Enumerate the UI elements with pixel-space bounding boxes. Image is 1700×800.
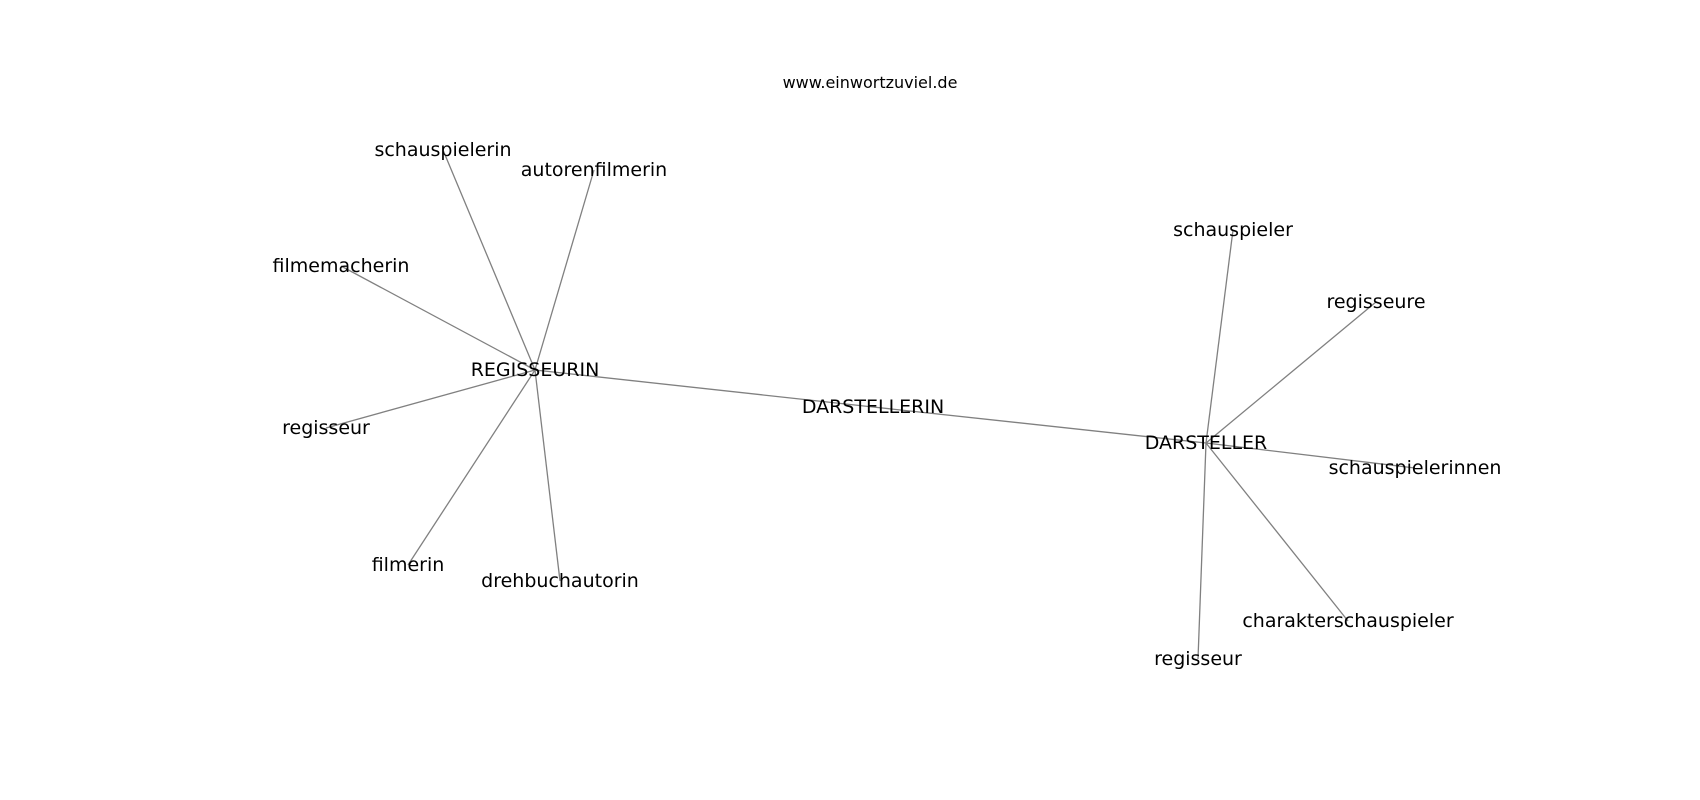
- edge-regisseurin-schauspielerin: [442, 149, 536, 371]
- node-label-darsteller: DARSTELLER: [1145, 432, 1268, 454]
- node-label-schauspieler: schauspieler: [1173, 219, 1293, 241]
- edge-regisseurin-regisseur_1: [325, 369, 536, 429]
- node-label-darstellerin: DARSTELLERIN: [802, 396, 944, 418]
- watermark-text: www.einwortzuviel.de: [783, 73, 958, 92]
- node-label-schauspielerin: schauspielerin: [374, 139, 511, 161]
- graph-edges: [325, 149, 1416, 660]
- edge-darsteller-regisseure: [1205, 301, 1377, 444]
- node-label-filmerin: filmerin: [372, 554, 445, 576]
- node-label-filmemacherin: filmemacherin: [273, 255, 410, 277]
- edge-regisseurin-drehbuchautorin: [534, 369, 561, 582]
- node-label-schauspielerinnen: schauspielerinnen: [1329, 457, 1502, 479]
- node-label-regisseure: regisseure: [1326, 291, 1425, 313]
- edge-darsteller-schauspieler: [1205, 229, 1234, 444]
- edge-darsteller-schauspielerinnen: [1205, 442, 1416, 469]
- node-label-regisseur_1: regisseur: [282, 417, 370, 439]
- edge-regisseurin-filmemacherin: [340, 265, 536, 371]
- node-label-charakterschauspieler: charakterschauspieler: [1242, 610, 1454, 632]
- node-label-regisseur_2: regisseur: [1154, 648, 1242, 670]
- edge-darstellerin-regisseurin: [534, 369, 874, 408]
- node-label-autorenfilmerin: autorenfilmerin: [521, 159, 667, 181]
- edge-darsteller-regisseur_2: [1197, 442, 1207, 660]
- node-label-regisseurin: REGISSEURIN: [471, 359, 600, 381]
- node-label-drehbuchautorin: drehbuchautorin: [481, 570, 639, 592]
- edge-darstellerin-darsteller: [872, 406, 1207, 444]
- edge-regisseurin-filmerin: [407, 369, 536, 566]
- edge-regisseurin-autorenfilmerin: [534, 169, 595, 371]
- graph-nodes: DARSTELLERIN REGISSEURIN DARSTELLER schausp…: [273, 139, 1502, 670]
- edge-darsteller-charakterschauspieler: [1205, 442, 1349, 622]
